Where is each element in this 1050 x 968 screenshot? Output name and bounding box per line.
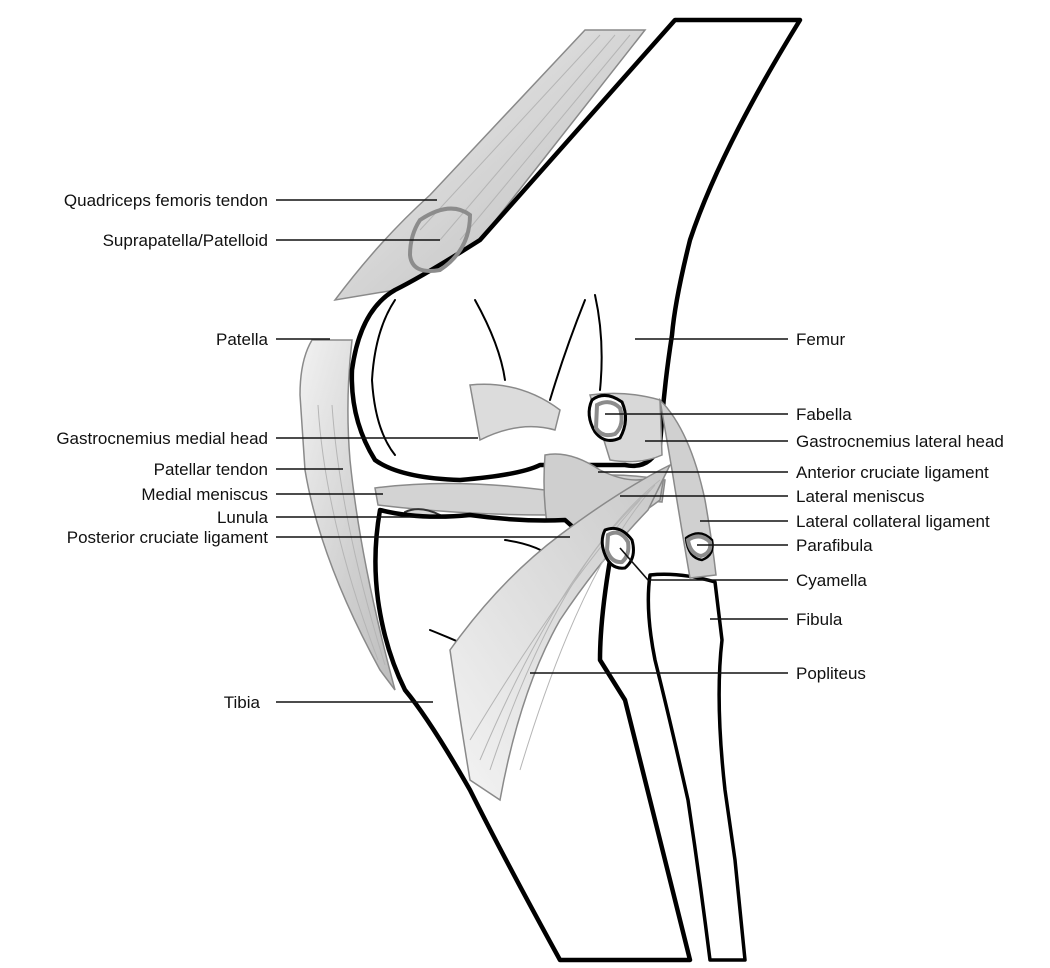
label-gastrocnemius-medial-head: Gastrocnemius medial head (56, 429, 268, 448)
label-parafibula: Parafibula (796, 536, 873, 555)
label-quadriceps-femoris-tendon: Quadriceps femoris tendon (64, 191, 268, 210)
label-patellar-tendon: Patellar tendon (154, 460, 268, 479)
label-femur: Femur (796, 330, 845, 349)
label-lunula: Lunula (217, 508, 269, 527)
label-popliteus: Popliteus (796, 664, 866, 683)
label-suprapatella-patelloid: Suprapatella/Patelloid (103, 231, 268, 250)
label-patella: Patella (216, 330, 269, 349)
label-tibia: Tibia (224, 693, 261, 712)
label-lateral-collateral-ligament: Lateral collateral ligament (796, 512, 990, 531)
label-anterior-cruciate-ligament: Anterior cruciate ligament (796, 463, 989, 482)
label-lateral-meniscus: Lateral meniscus (796, 487, 925, 506)
label-medial-meniscus: Medial meniscus (141, 485, 268, 504)
label-gastrocnemius-lateral-head: Gastrocnemius lateral head (796, 432, 1004, 451)
label-cyamella: Cyamella (796, 571, 867, 590)
medial-meniscus-shape (375, 483, 548, 515)
label-fibula: Fibula (796, 610, 843, 629)
label-posterior-cruciate-ligament: Posterior cruciate ligament (67, 528, 269, 547)
label-fabella: Fabella (796, 405, 852, 424)
